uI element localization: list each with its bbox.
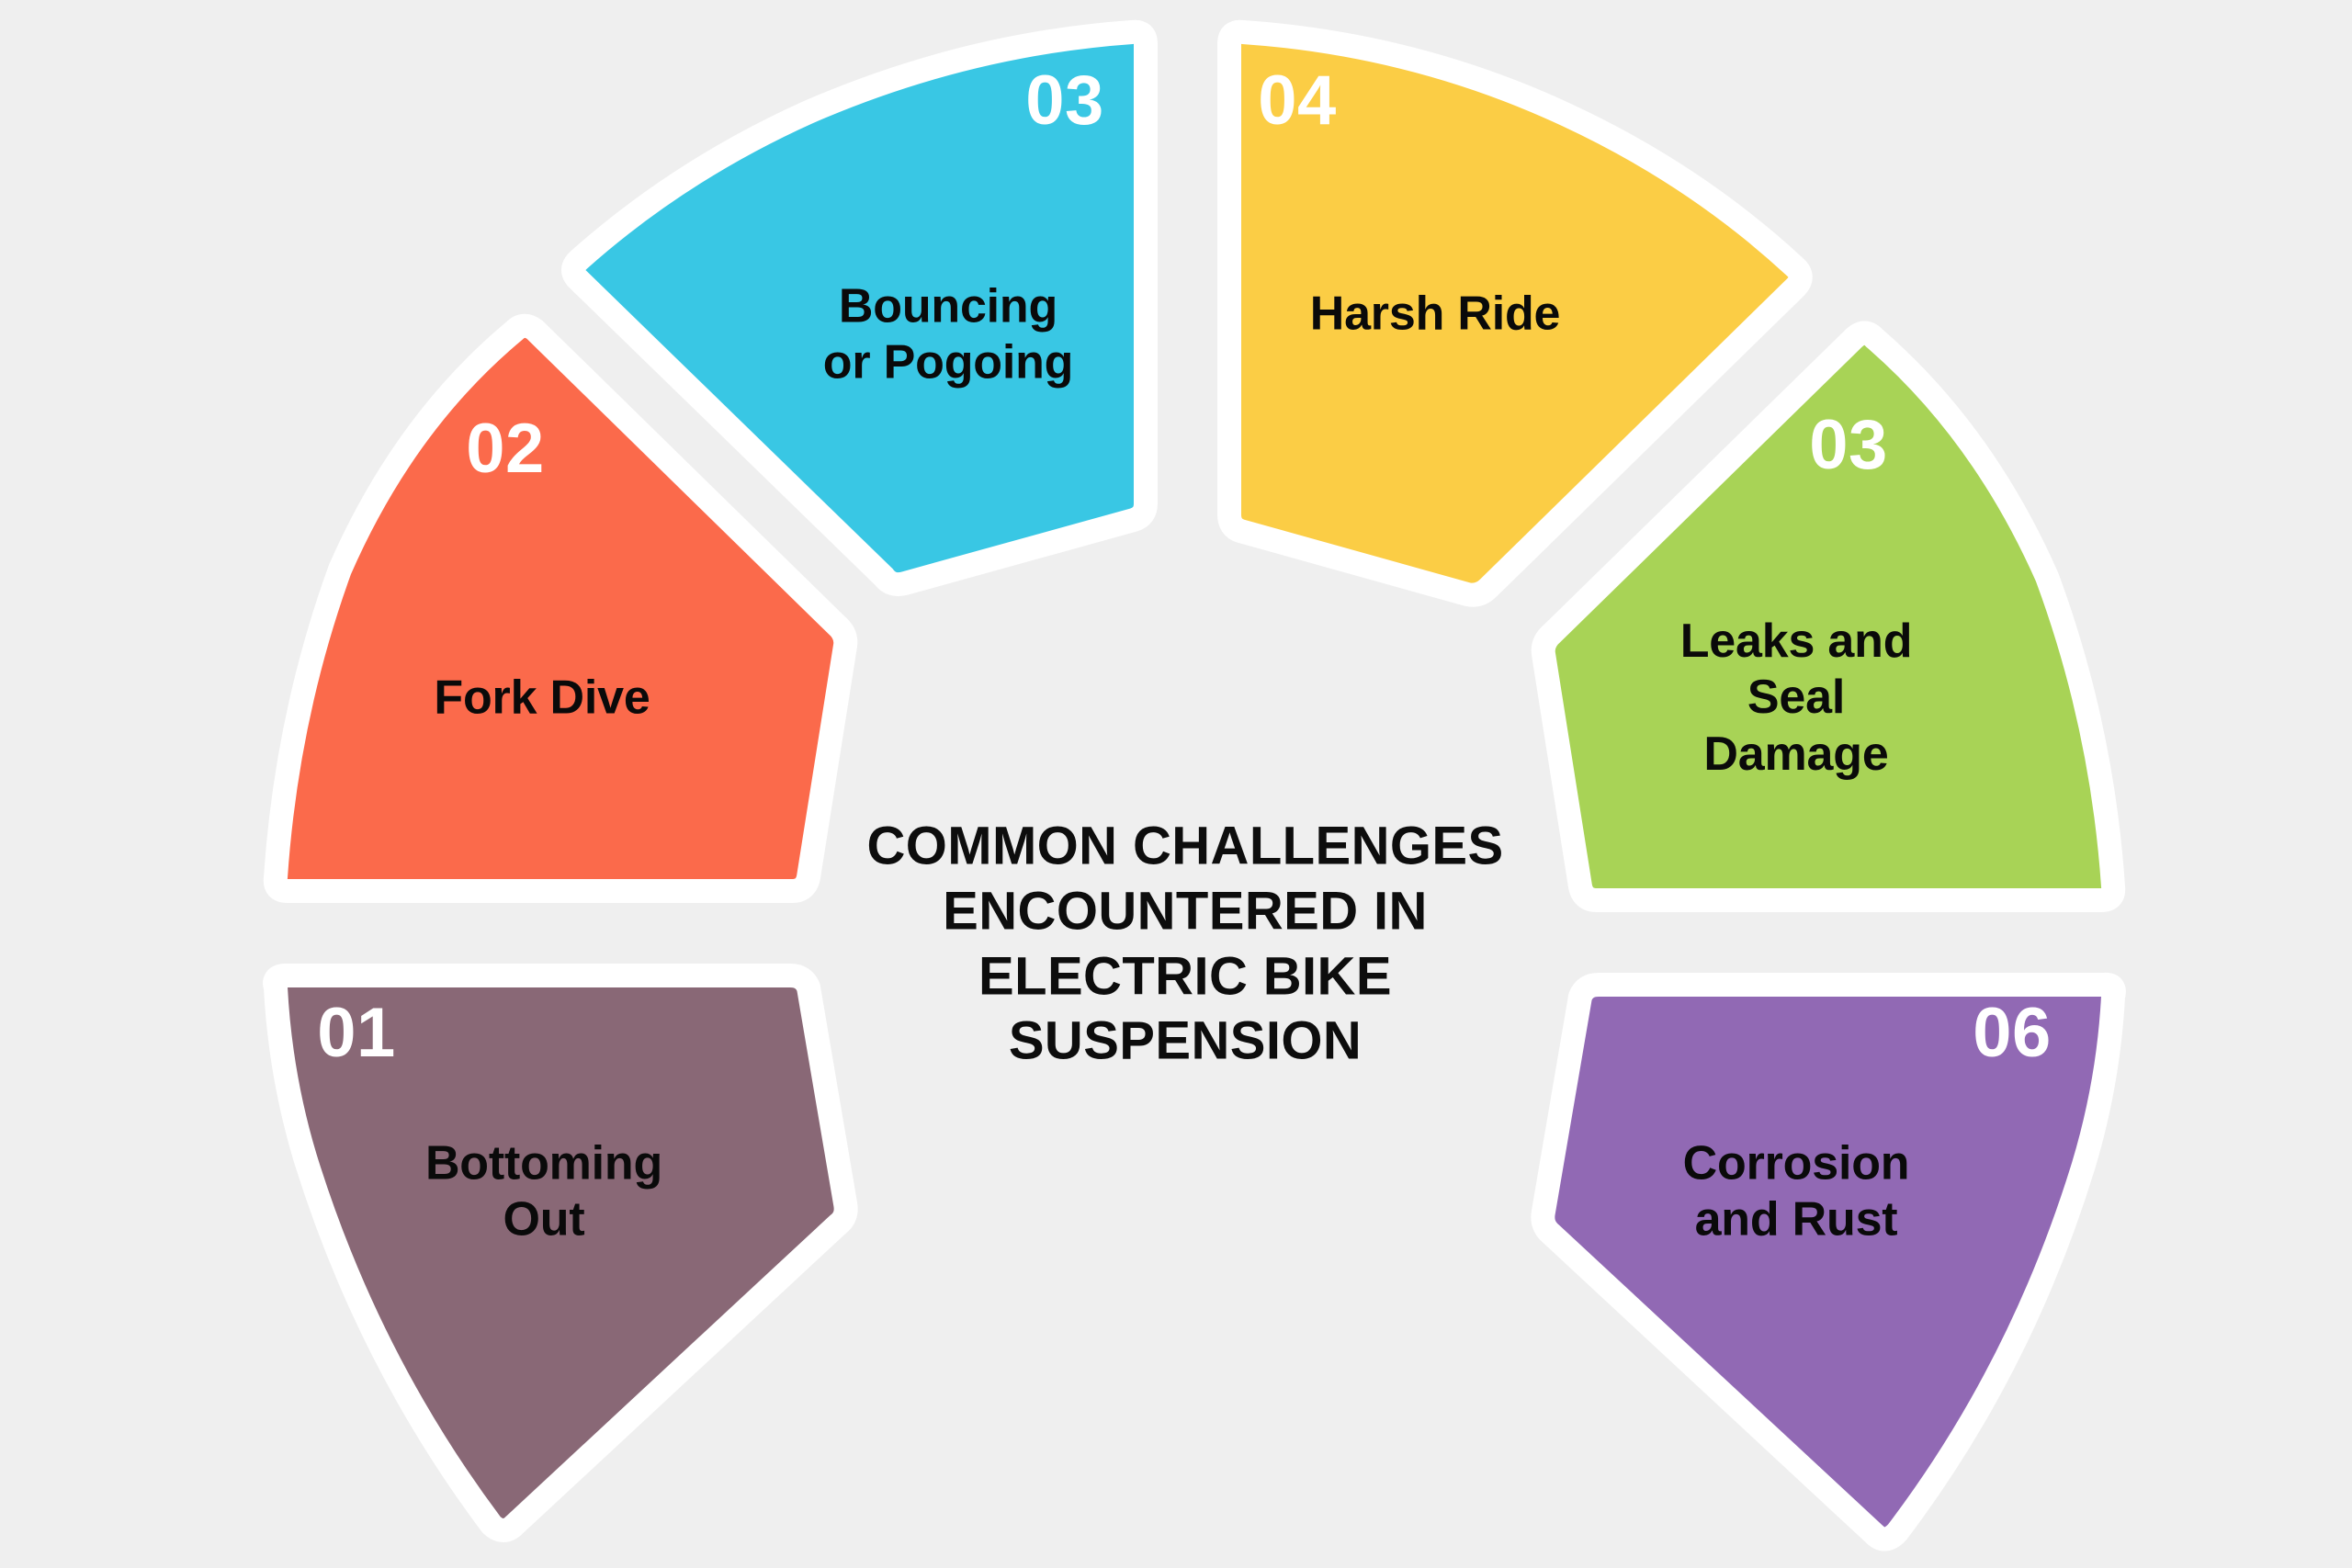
title-line-3: ELECTRIC BIKE — [978, 946, 1392, 1006]
segment-shape-leaks-and-seal-damage[interactable] — [1531, 321, 2126, 912]
title-line-4: SUSPENSION — [1008, 1010, 1363, 1071]
title-line-2: ENCOUNTERED IN — [943, 881, 1428, 942]
segment-shape-fork-dive[interactable] — [263, 313, 858, 903]
page-title: COMMON CHALLENGES ENCOUNTERED IN ELECTRI… — [790, 815, 1580, 1075]
segment-shape-corrosion-and-rust[interactable] — [1531, 972, 2126, 1551]
segment-shape-harsh-ride[interactable] — [1217, 19, 1813, 607]
segment-shape-bouncing-or-pogoing[interactable] — [561, 19, 1158, 597]
segment-shape-bottoming-out[interactable] — [263, 964, 858, 1542]
title-line-1: COMMON CHALLENGES — [866, 816, 1504, 876]
